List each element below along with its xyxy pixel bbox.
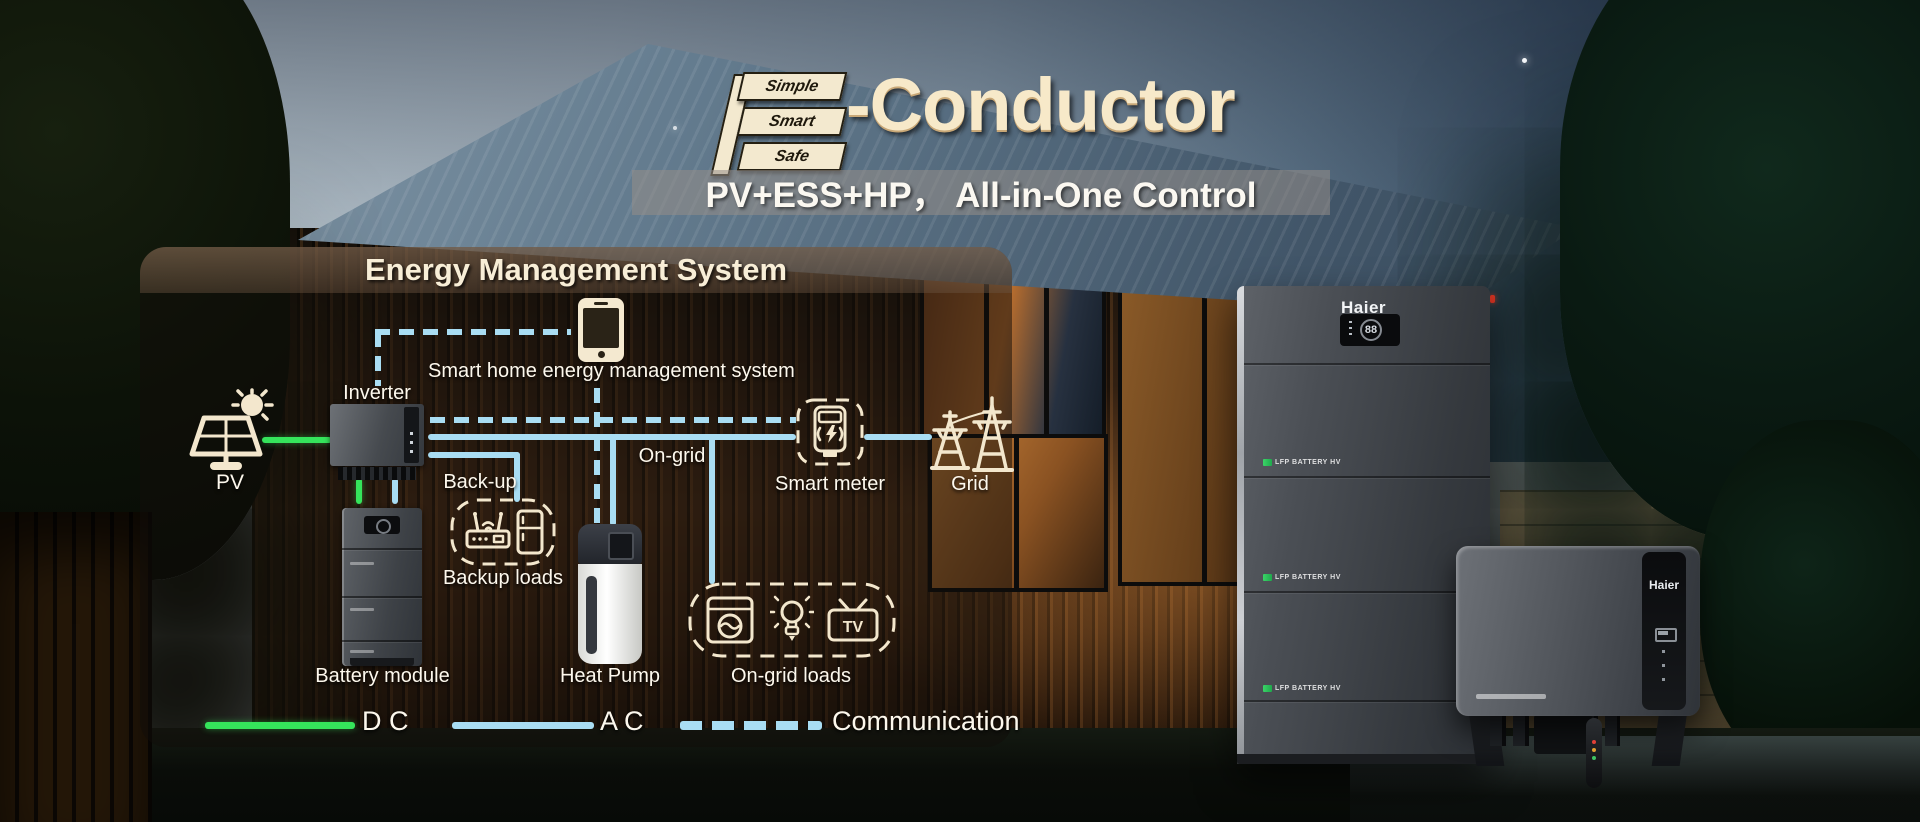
- fridge-icon: [516, 509, 544, 555]
- heat-pump-label: Heat Pump: [559, 665, 661, 687]
- washing-machine-icon: [706, 596, 754, 644]
- main-title: -Conductor: [846, 63, 1236, 146]
- battery-tower-display: 88: [1340, 314, 1400, 346]
- panel-title-text: Energy Management System: [364, 252, 788, 287]
- battery-module-tag: LFP BATTERY HV: [1275, 684, 1341, 692]
- ac-line-heatpump: [610, 434, 616, 526]
- smart-home-ems-label: Smart home energy management system: [428, 360, 795, 382]
- logo-text-safe: Safe: [773, 147, 811, 165]
- battery-module-image: [342, 508, 422, 666]
- logo-banner-simple: Simple: [736, 72, 848, 101]
- on-grid-loads-label: On-grid loads: [730, 665, 852, 687]
- tv-icon: TV: [827, 598, 879, 642]
- inverter-label: Inverter: [343, 382, 411, 404]
- tv-text: TV: [843, 619, 864, 636]
- smart-meter-label: Smart meter: [774, 473, 886, 495]
- pv-label: PV: [215, 471, 244, 494]
- battery-module-tag: LFP BATTERY HV: [1275, 573, 1341, 581]
- backup-label: Back-up: [443, 471, 517, 493]
- smartphone-icon: [578, 298, 624, 362]
- e-conductor-logo: Simple Smart Safe: [710, 72, 848, 176]
- router-icon: [465, 512, 511, 549]
- battery-indicator-icon: [1655, 628, 1677, 642]
- legend-communication-line: [680, 721, 822, 730]
- wall-inverter-brand: Haier: [1648, 578, 1680, 592]
- ac-line-backup-v: [514, 452, 520, 502]
- battery-module-label: Battery module: [315, 665, 450, 687]
- fence: [0, 512, 152, 822]
- subtitle-band: PV+ESS+HP， All-in-One Control: [632, 170, 1330, 215]
- legend-dc-line: [205, 722, 355, 729]
- battery-tower-product: Haier 88 LFP BATTERY HV LFP BATTERY HV L…: [1237, 286, 1490, 764]
- backup-loads-box: [450, 498, 556, 566]
- inverter-image: [330, 404, 424, 480]
- logo-text-smart: Smart: [767, 112, 817, 130]
- wall-inverter-product: Haier: [1456, 546, 1700, 794]
- battery-tower-brand: Haier: [1340, 298, 1387, 317]
- legend-ac-label: A C: [600, 706, 644, 736]
- comm-line-to-phone: [375, 329, 571, 335]
- star: [673, 126, 677, 130]
- star: [1522, 58, 1527, 63]
- logo-banner-smart: Smart: [736, 107, 848, 136]
- legend-ac-line: [452, 722, 594, 729]
- backup-loads-label: Backup loads: [442, 567, 564, 589]
- grid-pylon-icon: [930, 396, 1014, 472]
- wifi-dongle: [1586, 718, 1602, 788]
- heat-pump-image: [578, 524, 642, 664]
- light-bulb-icon: [770, 595, 814, 641]
- on-grid-loads-box: TV: [688, 582, 896, 658]
- bush-right: [1700, 420, 1920, 780]
- ac-line-backup-h: [428, 452, 520, 458]
- grid-label: Grid: [951, 473, 989, 495]
- battery-soc-value: 88: [1360, 319, 1382, 341]
- comm-line-inverter-up: [375, 332, 381, 386]
- subtitle-text: PV+ESS+HP， All-in-One Control: [705, 176, 1257, 215]
- smart-meter-box: [796, 398, 864, 466]
- pv-solar-panel-icon: [189, 388, 274, 470]
- legend-dc-label: D C: [362, 706, 409, 736]
- on-grid-label: On-grid: [638, 445, 706, 467]
- comm-line-to-smartmeter: [430, 417, 796, 423]
- ac-line-smartmeter-grid: [864, 434, 932, 440]
- battery-module-tag: LFP BATTERY HV: [1275, 458, 1341, 466]
- comm-line-phone-heatpump: [594, 388, 600, 525]
- legend-communication-label: Communication: [832, 706, 1020, 736]
- panel-title-band: Energy Management System: [140, 247, 1012, 293]
- smart-meter-icon: [813, 405, 847, 457]
- red-light: [1490, 295, 1495, 303]
- diagram-panel: [140, 247, 1012, 747]
- ac-line-ongrid-loads: [709, 434, 715, 584]
- dc-line-inverter-battery: [356, 478, 362, 504]
- logo-text-simple: Simple: [763, 77, 821, 95]
- comm-line-inverter-battery: [392, 478, 398, 504]
- wall-inverter-panel: Haier: [1642, 552, 1686, 710]
- dc-line-pv-inverter: [262, 437, 332, 443]
